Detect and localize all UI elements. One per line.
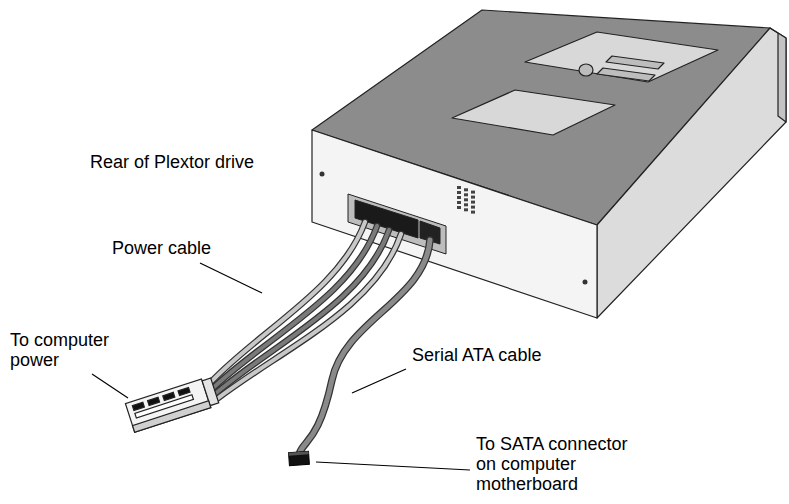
molex-pin [148, 397, 160, 405]
jumper-pin [457, 191, 461, 194]
drive-side [597, 28, 786, 318]
jumper-pin [457, 206, 461, 209]
leader-line [200, 263, 262, 293]
jumper-pin [464, 193, 468, 196]
jumper-pins [457, 186, 475, 214]
jumper-pin [471, 191, 475, 194]
leader-line [352, 369, 406, 393]
sata-plug-body [289, 451, 310, 465]
molex-ridge [135, 395, 194, 418]
jumper-pin [464, 188, 468, 191]
drive-rear [312, 130, 597, 318]
jumper-pin [471, 211, 475, 214]
jumper-pin [457, 186, 461, 189]
power-wire [215, 230, 389, 394]
callout-label: Power cable [112, 238, 211, 258]
sata-cable [300, 240, 430, 452]
top-label [452, 90, 615, 135]
label-dot [579, 64, 593, 76]
leader-line [92, 374, 128, 398]
molex-pin [132, 402, 144, 410]
jumper-pin [464, 208, 468, 211]
sata-plug-top [289, 451, 309, 455]
jumper-pin [471, 206, 475, 209]
leader-line [316, 462, 470, 470]
sata-plug [289, 451, 310, 465]
top-label [525, 32, 718, 82]
screw [583, 280, 588, 285]
power-wire [215, 230, 389, 394]
callout-label: Rear of Plextor drive [90, 152, 254, 172]
molex-connector [125, 376, 219, 432]
jumper-pin [471, 201, 475, 204]
drive-bezel [770, 28, 786, 122]
molex-pin [163, 392, 175, 400]
sata-wire [300, 240, 430, 452]
callout-label: To SATA connector on computer motherboar… [476, 434, 648, 494]
power-cable [211, 222, 401, 399]
molex-pin [178, 387, 190, 395]
leader-lines [92, 263, 470, 470]
sata-wire [300, 240, 430, 452]
jumper-pin [464, 198, 468, 201]
molex-collar [202, 378, 219, 406]
callout-label: To computer power [10, 330, 122, 370]
jumper-pin [464, 203, 468, 206]
screw [320, 172, 325, 177]
label-slot [606, 56, 664, 69]
molex-body [125, 379, 210, 432]
jumper-pin [471, 196, 475, 199]
jumper-pin [457, 201, 461, 204]
jumper-pin [457, 196, 461, 199]
label-slot [597, 68, 655, 81]
callout-label: Serial ATA cable [412, 345, 541, 365]
